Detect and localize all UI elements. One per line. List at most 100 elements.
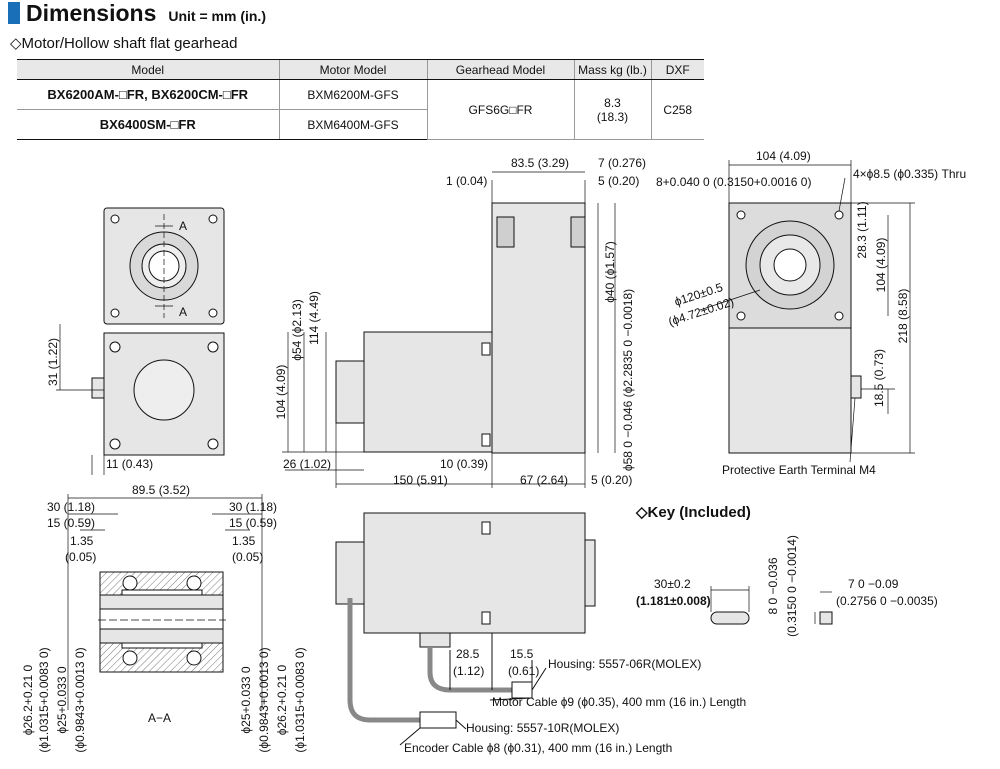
encoder-cable: [347, 598, 420, 723]
col-dxf: DXF: [650, 59, 704, 80]
thru-hole: [736, 311, 746, 321]
key-dim-0-3150: (0.3150 0 −0.0014): [785, 535, 799, 637]
dim-0-61: (0.61): [508, 664, 539, 678]
unit-label: Unit = mm (in.): [168, 7, 266, 24]
gearhead-boss-left: [496, 216, 515, 248]
mount-hole: [110, 308, 120, 318]
bearing-ball: [186, 650, 202, 666]
mount-hole: [110, 214, 120, 224]
connector: [481, 521, 491, 535]
dim-1: 1 (0.04): [446, 174, 487, 188]
leader-housing10: [455, 719, 467, 730]
thru-hole: [736, 210, 746, 220]
dim-89-5: 89.5 (3.52): [132, 483, 190, 497]
section-label-a-bottom: A: [179, 305, 187, 319]
motor-gear-body: [363, 512, 586, 634]
bearing-ball: [122, 575, 138, 591]
dim-1-0315-left: (ϕ1.0315+0.0083 0): [37, 647, 51, 752]
motor-screw: [109, 438, 121, 450]
front-view: [91, 207, 225, 456]
col-motor-model: Motor Model: [278, 59, 427, 80]
housing-10-label: Housing: 5557-10R(MOLEX): [466, 721, 619, 735]
dim-7: 7 (0.276): [598, 156, 646, 170]
key-dim-0-2756: (0.2756 0 −0.0035): [836, 594, 938, 608]
leader-motorcable: [489, 697, 533, 701]
earth-terminal-label: Protective Earth Terminal M4: [722, 463, 876, 477]
mount-hole: [208, 214, 218, 224]
connector: [481, 611, 491, 625]
dim-15-left: 15 (0.59): [47, 516, 95, 530]
motor-screw: [109, 341, 121, 353]
dim-58: ϕ58 0 −0.046 (ϕ2.2835 0 −0.0018): [621, 289, 635, 471]
motor-model-cell: BXM6400M-GFS: [278, 109, 427, 140]
key-dim-8: 8 0 −0.036: [766, 557, 780, 614]
dim-10: 10 (0.39): [440, 457, 488, 471]
key-side-view: [710, 611, 750, 625]
leader-120: [699, 289, 761, 311]
subtitle: ◇Motor/Hollow shaft flat gearhead: [10, 35, 238, 52]
key-drawing: [710, 611, 833, 625]
cable-view: [335, 512, 596, 648]
cable-outlet: [91, 377, 105, 399]
dim-1-0315-right: (ϕ1.0315+0.0083 0): [293, 647, 307, 752]
dim-104-right: 104 (4.09): [874, 238, 888, 293]
dim-8-tolerance: 8+0.040 0 (0.3150+0.0016 0): [656, 175, 811, 189]
dim-18-5: 18.5 (0.73): [872, 349, 886, 407]
motor-model-cell: BXM6200M-GFS: [278, 79, 427, 110]
dim-0-9843-right: (ϕ0.9843+0.0013 0): [257, 647, 271, 752]
front-view-dims: [56, 214, 173, 475]
dim-15-5: 15.5: [510, 647, 534, 661]
connector: [481, 433, 491, 447]
dim-0-05-right: (0.05): [232, 550, 263, 564]
mount-hole: [208, 308, 218, 318]
thru-hole: [834, 210, 844, 220]
dim-31: 31 (1.22): [46, 338, 60, 386]
dim-0-9843-left: (ϕ0.9843+0.0013 0): [73, 647, 87, 752]
dim-1-35-right: 1.35: [232, 534, 256, 548]
mass-kg: 8.3: [604, 95, 621, 110]
dim-30-left: 30 (1.18): [47, 500, 95, 514]
model-cell: BX6200AM-□FR, BX6200CM-□FR: [17, 79, 279, 110]
col-gearhead-model: Gearhead Model: [426, 59, 574, 80]
dim-25-right: ϕ25+0.033 0: [239, 666, 253, 733]
motor-cable-label: Motor Cable ϕ9 (ϕ0.35), 400 mm (16 in.) …: [492, 695, 746, 709]
dim-218: 218 (8.58): [896, 289, 910, 344]
dim-40: ϕ40 (ϕ1.57): [603, 241, 617, 302]
bearing-ball: [122, 650, 138, 666]
dim-26-2-right: ϕ26.2+0.21 0: [275, 664, 289, 735]
gearhead-side: [584, 539, 596, 607]
header-accent-block: [8, 2, 20, 24]
dim-30-right: 30 (1.18): [229, 500, 277, 514]
leader-housing6: [531, 667, 547, 691]
dim-11: 11 (0.43): [106, 457, 153, 471]
dim-54: ϕ54 (ϕ2.13): [290, 299, 304, 360]
mass-cell: 8.3(18.3): [573, 79, 651, 140]
dim-28-3: 28.3 (1.11): [855, 201, 869, 258]
connector-10pin: [419, 711, 457, 729]
housing-6-label: Housing: 5557-06R(MOLEX): [548, 657, 701, 671]
table-row: BX6200AM-□FR, BX6200CM-□FR BXM6200M-GFS …: [17, 79, 704, 140]
key-dim-30: 30±0.2: [654, 577, 691, 591]
gearhead-cell: GFS6G□FR: [426, 79, 574, 140]
cable-paths: [347, 598, 547, 746]
dim-0-05-left: (0.05): [65, 550, 96, 564]
motor-screw: [207, 341, 219, 353]
dim-104-top: 104 (4.09): [756, 149, 811, 163]
section-label-a-top: A: [179, 219, 187, 233]
motor-pilot: [133, 359, 195, 421]
rear-cover: [335, 541, 365, 605]
connector: [481, 342, 491, 356]
motor-rear-cover: [335, 360, 365, 424]
encoder-cable-label: Encoder Cable ϕ8 (ϕ0.31), 400 mm (16 in.…: [404, 741, 672, 755]
dim-15-right: 15 (0.59): [229, 516, 277, 530]
side-view: [335, 202, 586, 454]
spec-table: Model Motor Model Gearhead Model Mass kg…: [17, 59, 704, 140]
leader-thru: [838, 177, 846, 212]
table-row: BX6400SM-□FR BXM6400M-GFS: [17, 109, 704, 140]
key-section-title: ◇Key (Included): [636, 504, 751, 521]
motor-screw: [207, 438, 219, 450]
dim-1-35-left: 1.35: [70, 534, 94, 548]
col-model: Model: [17, 59, 279, 80]
section-aa: [99, 571, 224, 673]
